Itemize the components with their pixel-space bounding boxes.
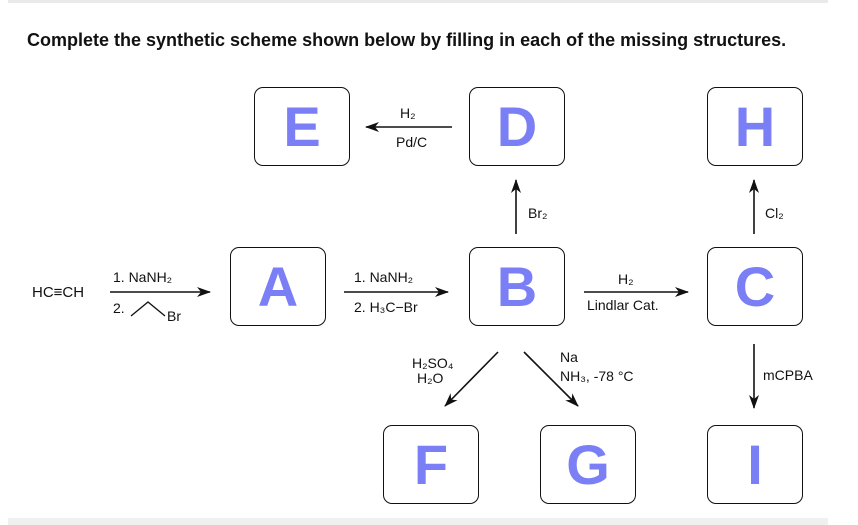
structure-box-E[interactable]: E <box>254 87 350 166</box>
structure-box-B[interactable]: B <box>469 247 565 326</box>
A-to-B-step2-label: 2. H₃C−Br <box>354 299 418 315</box>
question-prompt: Complete the synthetic scheme shown belo… <box>27 30 787 50</box>
arrow-B-to-G <box>523 351 579 407</box>
B-to-C-reagent-label: H₂ <box>618 271 634 287</box>
B-to-C-catalyst-label: Lindlar Cat. <box>587 297 659 313</box>
box-letter-C: C <box>734 254 776 318</box>
B-to-G-reagent-label: Na <box>560 349 578 365</box>
B-to-D-reagent-label: Br₂ <box>528 205 548 221</box>
allyl-bond-line <box>130 301 166 317</box>
box-letter-F: F <box>413 432 449 496</box>
C-to-I-reagent-label: mCPBA <box>763 367 813 383</box>
to-A-reagent-label: Br <box>167 308 181 324</box>
B-to-F-reagent-label: H₂SO₄ <box>412 355 454 371</box>
C-to-H-reagent-label: Cl₂ <box>765 205 784 221</box>
structure-box-G[interactable]: G <box>540 425 636 504</box>
box-letter-H: H <box>734 94 776 158</box>
box-letter-I: I <box>747 432 763 496</box>
structure-box-C[interactable]: C <box>707 247 803 326</box>
box-letter-D: D <box>496 94 538 158</box>
structure-box-A[interactable]: A <box>230 247 326 326</box>
box-letter-G: G <box>566 432 610 496</box>
A-to-B-step1-label: 1. NaNH₂ <box>354 269 414 285</box>
start-material-label: HC≡CH <box>32 284 85 301</box>
B-to-F-solvent-label: H₂O <box>417 370 444 386</box>
bottom-divider <box>8 518 828 525</box>
D-to-E-catalyst-label: Pd/C <box>396 134 428 150</box>
arrow-B-to-F <box>444 351 499 407</box>
structure-box-F[interactable]: F <box>383 425 479 504</box>
box-letter-A: A <box>257 254 299 318</box>
top-divider <box>8 0 828 3</box>
structure-box-D[interactable]: D <box>469 87 565 166</box>
B-to-G-conditions-label: NH₃, -78 °C <box>560 368 634 384</box>
box-letter-E: E <box>283 94 321 158</box>
to-A-step2-label: 2. <box>113 300 125 316</box>
D-to-E-reagent-label: H₂ <box>400 105 416 121</box>
to-A-step1-label: 1. NaNH₂ <box>113 269 173 285</box>
structure-box-H[interactable]: H <box>707 87 803 166</box>
structure-box-I[interactable]: I <box>707 425 803 504</box>
box-letter-B: B <box>496 254 538 318</box>
